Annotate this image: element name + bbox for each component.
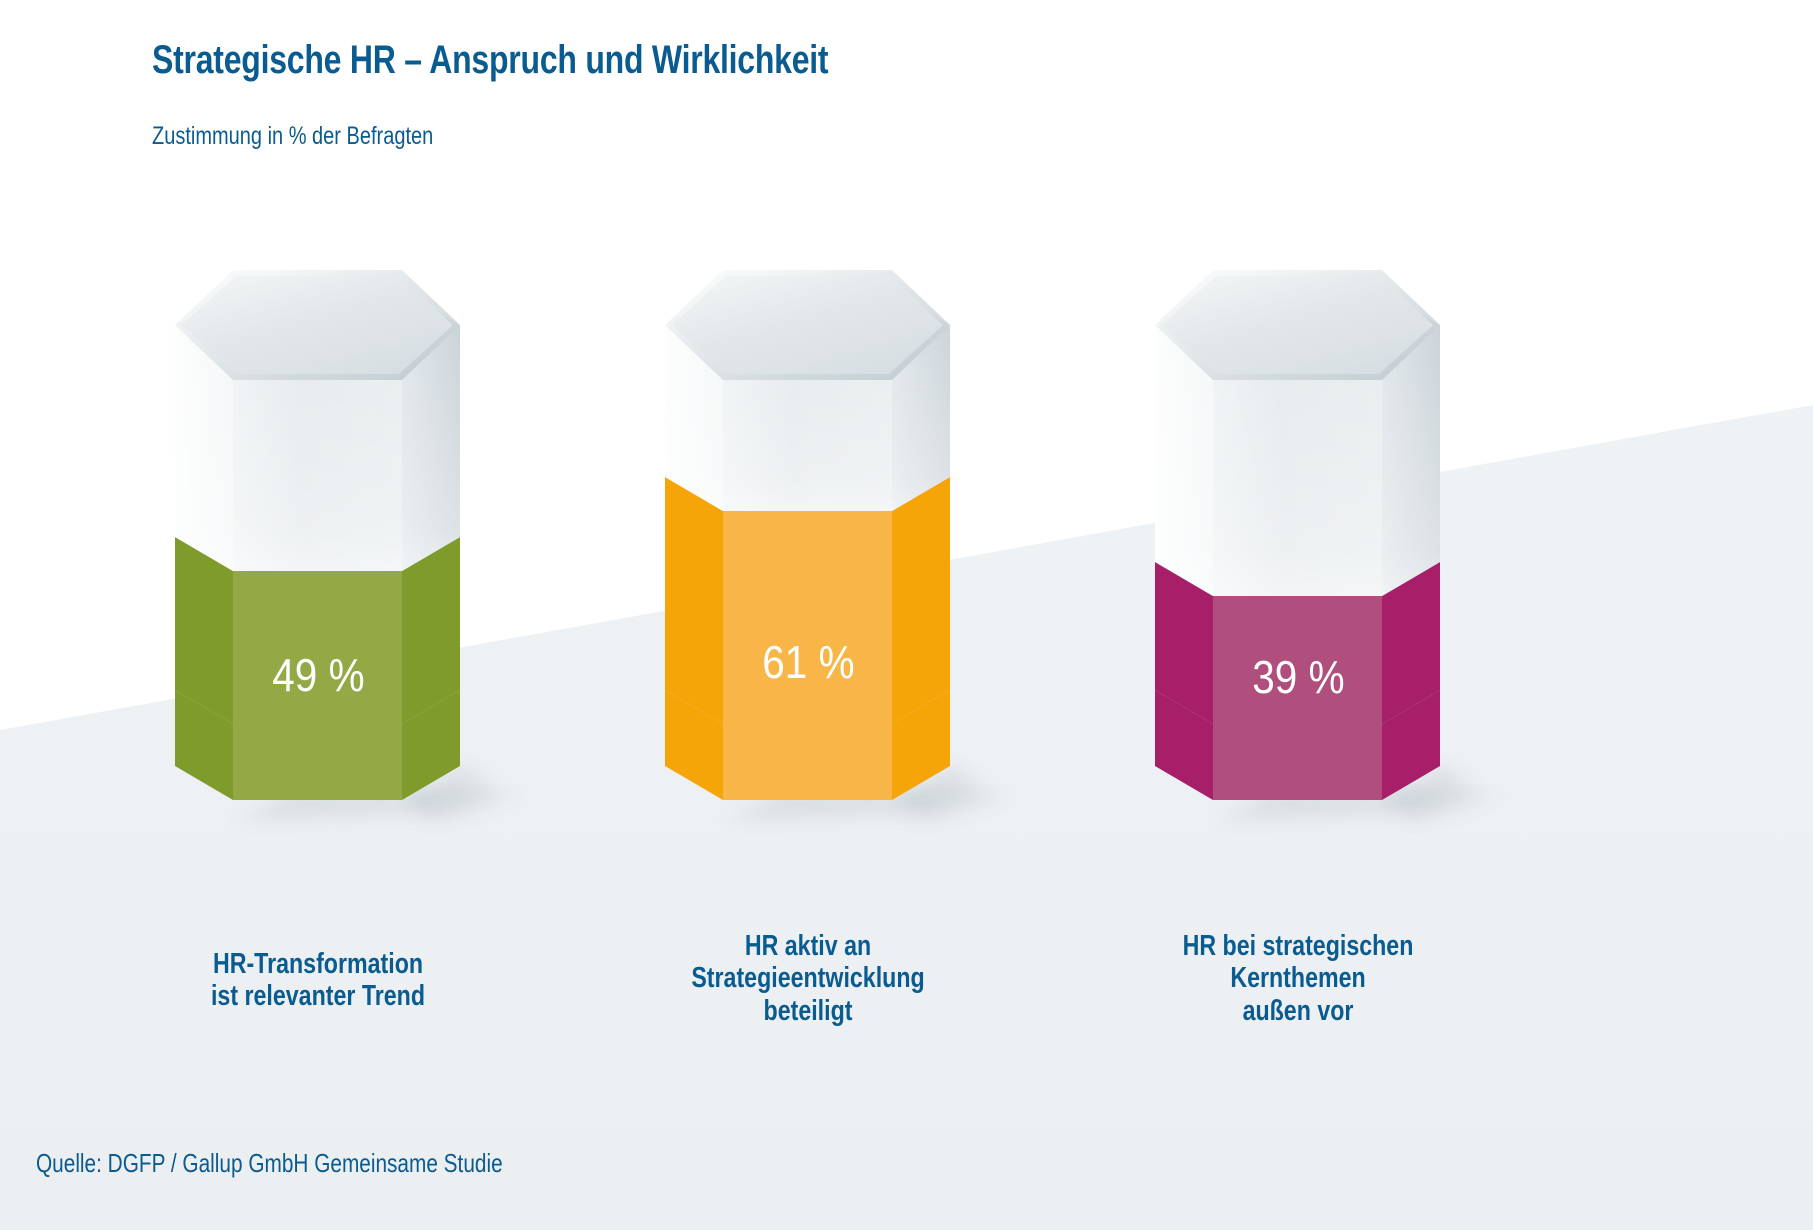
page-title: Strategische HR – Anspruch und Wirklichk…	[152, 38, 829, 82]
bar-2-value-label: 61 %	[761, 636, 855, 688]
bar-3-category-label: HR bei strategischen Kernthemen außen vo…	[1108, 930, 1488, 1027]
bar-1-face-front-lower	[233, 724, 402, 800]
bar-1-group[interactable]	[175, 270, 520, 822]
bar-3-group[interactable]	[1155, 270, 1500, 822]
bar-3-face-front	[1213, 596, 1382, 724]
bar-1-category-label: HR-Transformation ist relevanter Trend	[128, 948, 508, 1013]
bar-2-face-front-lower	[723, 724, 892, 800]
bar-2-label-line-1: HR aktiv an	[744, 930, 872, 962]
bar-1-label-line-2: ist relevanter Trend	[210, 980, 426, 1013]
bar-1-face-front	[233, 571, 402, 724]
bar-3-value-label: 39 %	[1251, 651, 1345, 703]
bar-1-face-right	[402, 537, 460, 724]
bar-2-category-label: HR aktiv an Strategieentwicklung beteili…	[618, 930, 998, 1027]
bar-3-face-front-lower	[1213, 724, 1382, 800]
bar-3-face-right-lower	[1382, 690, 1440, 800]
bar-1-face-right-lower	[402, 690, 460, 800]
bar-2-label-line-2: Strategieentwicklung	[691, 962, 925, 995]
source-citation: Quelle: DGFP / Gallup GmbH Gemeinsame St…	[36, 1148, 503, 1178]
bar-3-label-line-3: außen vor	[1242, 994, 1354, 1027]
bar-2-face-left-lower	[665, 690, 723, 800]
page-subtitle: Zustimmung in % der Befragten	[152, 122, 434, 150]
bar-3-cap-top	[1162, 276, 1433, 374]
bar-3-label-line-1: HR bei strategischen	[1182, 930, 1414, 962]
bar-2-cap-top	[672, 276, 943, 374]
bar-2-face-right	[892, 477, 950, 724]
bar-2-group[interactable]	[665, 270, 1010, 822]
bar-1-label-line-1: HR-Transformation	[212, 948, 424, 980]
bar-2-face-front	[723, 511, 892, 724]
bar-1-face-left-lower	[175, 690, 233, 800]
bar-2-face-left	[665, 477, 723, 724]
bar-3-face-left-lower	[1155, 690, 1213, 800]
bar-2-face-right-lower	[892, 690, 950, 800]
bar-3-face-right	[1382, 562, 1440, 724]
bar-1-face-left	[175, 537, 233, 724]
bar-2-label-line-3: beteiligt	[763, 994, 853, 1027]
bar-3-label-line-2: Kernthemen	[1230, 962, 1366, 995]
bar-1-value-label: 49 %	[271, 649, 365, 701]
bar-3-face-left	[1155, 562, 1213, 724]
bar-1-cap-top	[182, 276, 453, 374]
